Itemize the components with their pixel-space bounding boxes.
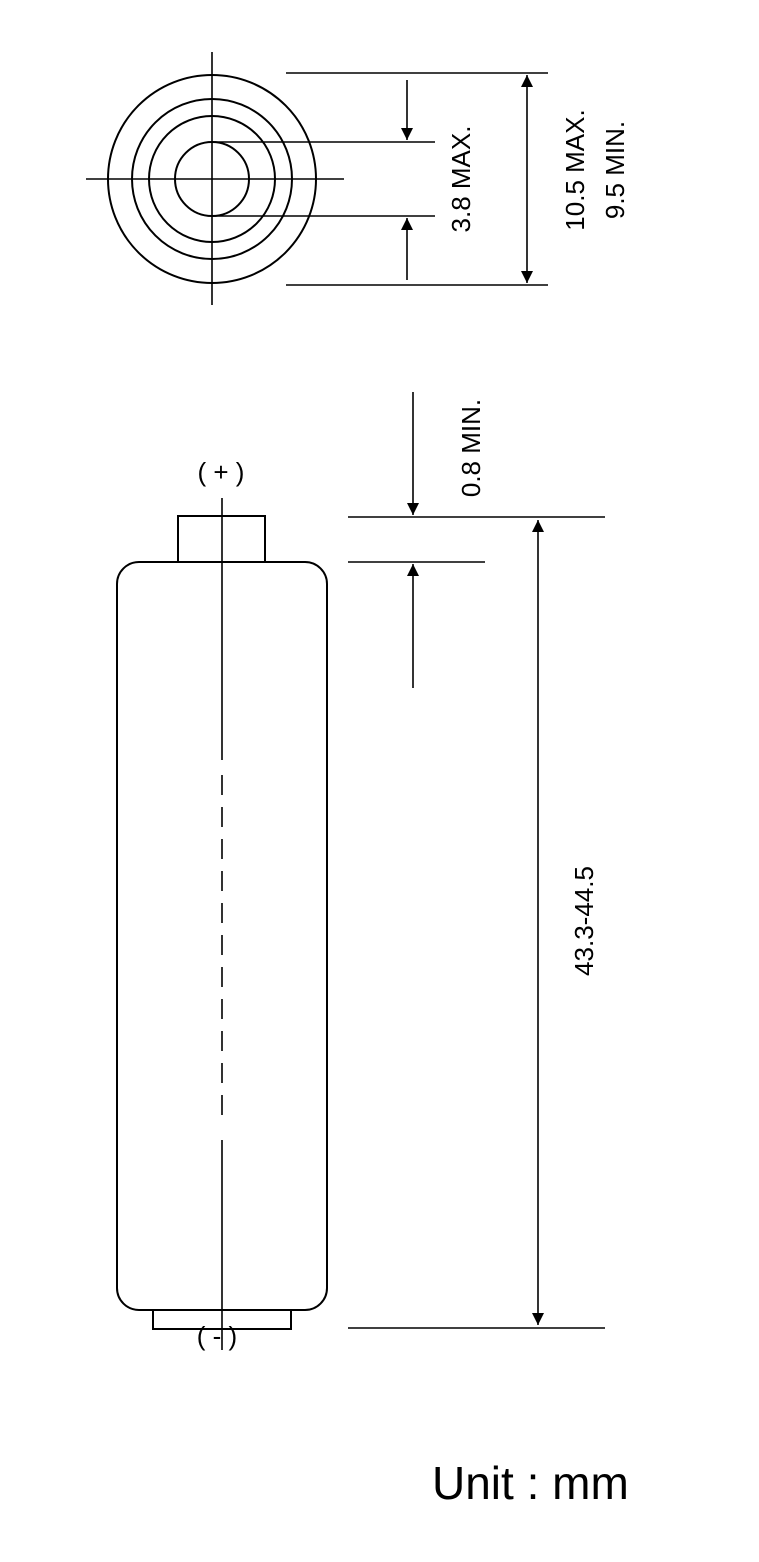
terminal-dim-label: 3.8 MAX. bbox=[446, 126, 476, 233]
diameter-max-label: 10.5 MAX. bbox=[560, 109, 590, 230]
top-view: 3.8 MAX. 10.5 MAX. 9.5 MIN. bbox=[86, 52, 630, 305]
side-view: ( + ) ( - ) 0.8 MIN. 43.3-44.5 bbox=[116, 392, 605, 1351]
length-label: 43.3-44.5 bbox=[569, 866, 599, 976]
diameter-min-label: 9.5 MIN. bbox=[600, 121, 630, 219]
cap-height-label: 0.8 MIN. bbox=[456, 399, 486, 497]
unit-label: Unit : mm bbox=[432, 1457, 629, 1509]
positive-terminal-label: ( + ) bbox=[198, 457, 245, 487]
negative-terminal-label: ( - ) bbox=[197, 1321, 237, 1351]
